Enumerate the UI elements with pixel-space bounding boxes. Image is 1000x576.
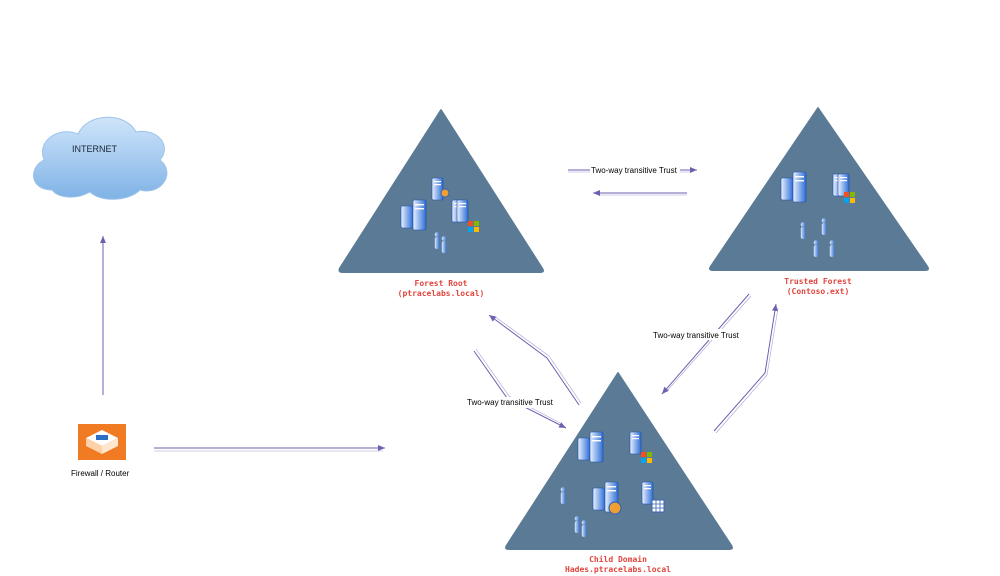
trusted-forest-title: Trusted Forest	[784, 277, 852, 286]
child-domain-subtitle: Hades.ptracelabs.local	[565, 565, 671, 574]
internet-label: INTERNET	[72, 144, 118, 154]
root-trusted-trust-label: Two-way transitive Trust	[591, 166, 678, 175]
router-icon	[78, 424, 126, 460]
child-trusted-trust-arrows	[661, 293, 779, 434]
forest-root-domain	[338, 109, 544, 273]
child-domain-title: Child Domain	[589, 554, 647, 564]
child-trusted-trust-label: Two-way transitive Trust	[653, 331, 740, 340]
firewall-label: Firewall / Router	[71, 469, 130, 478]
firewall-to-child-arrow	[154, 445, 385, 452]
forest-root-subtitle: (ptracelabs.local)	[398, 289, 485, 298]
trusted-forest-subtitle: (Contoso.ext)	[787, 287, 850, 296]
root-child-trust-label: Two-way transitive Trust	[467, 398, 554, 407]
root-child-trust-arrows	[473, 314, 582, 429]
internet-cloud-icon	[33, 116, 168, 200]
trusted-forest-domain	[709, 107, 929, 271]
forest-root-title: Forest Root	[415, 279, 468, 288]
child-domain	[505, 372, 733, 550]
